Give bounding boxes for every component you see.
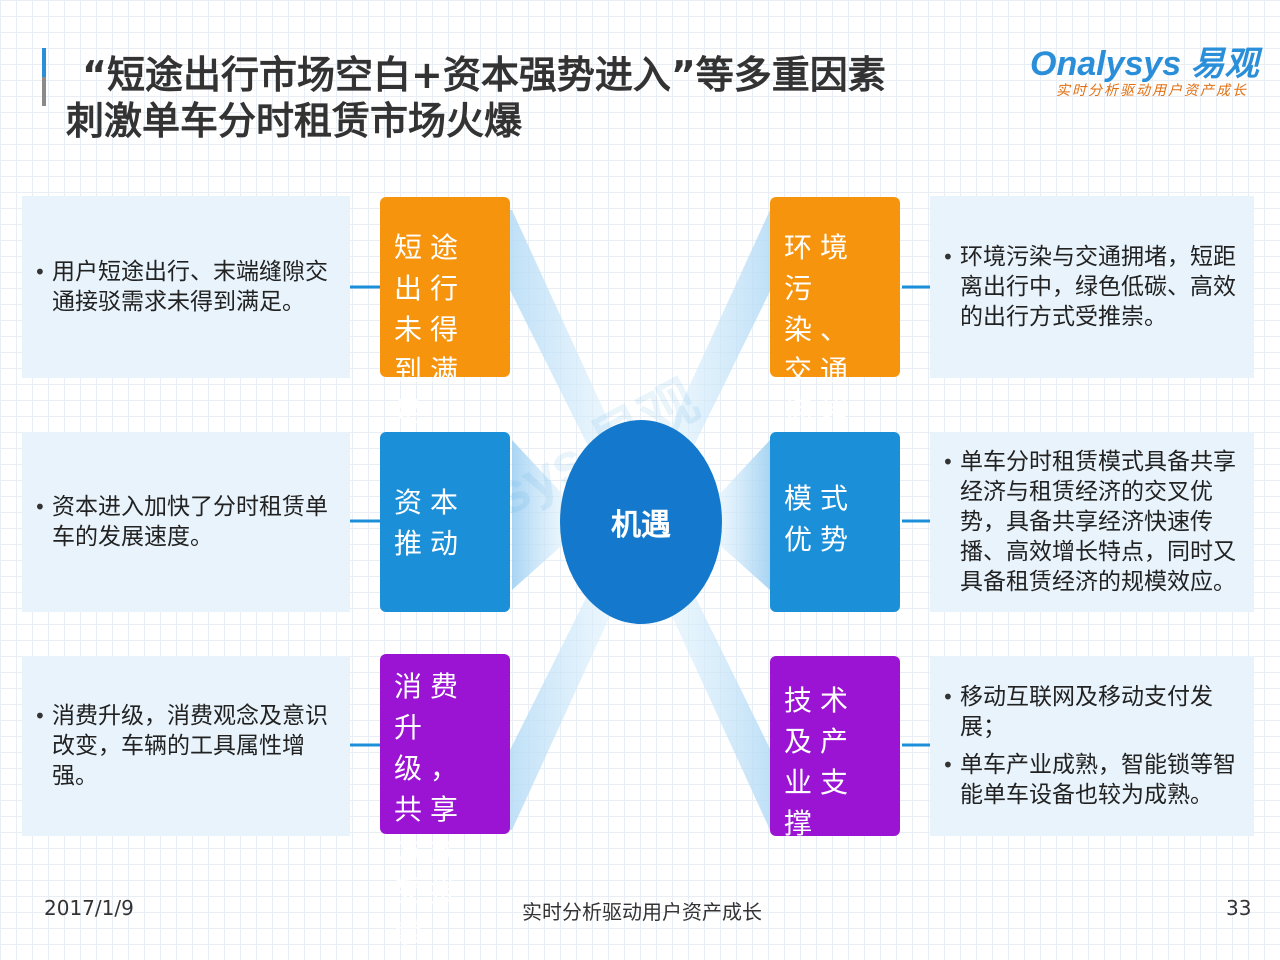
desc-right-1-item: 环境污染与交通拥堵，短距离出行中，绿色低碳、高效的出行方式受推崇。	[942, 242, 1248, 332]
footer-date: 2017/1/9	[44, 896, 134, 920]
desc-left-3: 消费升级，消费观念及意识改变，车辆的工具属性增强。	[22, 656, 350, 836]
desc-right-3: 移动互联网及移动支付发展； 单车产业成熟，智能锁等智能单车设备也较为成熟。	[930, 656, 1254, 836]
logo-brand: Onalysys 易观	[1030, 45, 1259, 83]
logo-slogan: 实时分析驱动用户资产成长	[1056, 83, 1248, 99]
page-title-line1: “短途出行市场空白+资本强势进入”等多重因素	[82, 53, 886, 97]
desc-right-2-item: 单车分时租赁模式具备共享经济与租赁经济的交叉优势，具备共享经济快速传播、高效增长…	[942, 447, 1248, 597]
ray-left-mid	[512, 440, 568, 590]
desc-left-1-item: 用户短途出行、末端缝隙交通接驳需求未得到满足。	[34, 257, 344, 317]
page-title: “短途出行市场空白+资本强势进入”等多重因素 刺激单车分时租赁市场火爆	[66, 52, 1026, 144]
desc-right-2: 单车分时租赁模式具备共享经济与租赁经济的交叉优势，具备共享经济快速传播、高效增长…	[930, 432, 1254, 612]
ray-right-mid	[714, 440, 770, 590]
title-accent-bar	[42, 48, 46, 106]
footer-slogan: 实时分析驱动用户资产成长	[522, 900, 762, 924]
brand-logo: Onalysys 易观 实时分析驱动用户资产成长	[1030, 36, 1259, 106]
footer-page-number: 33	[1226, 896, 1252, 920]
factor-tile-environment: 环境污染、交通拥堵	[770, 197, 900, 428]
desc-right-3-item-1: 移动互联网及移动支付发展；	[942, 682, 1248, 742]
desc-right-3-item-2: 单车产业成熟，智能锁等智能单车设备也较为成熟。	[942, 750, 1248, 810]
center-opportunity: 机遇	[560, 420, 722, 624]
factor-tile-short-trip: 短途出行未得到满足	[380, 197, 510, 428]
desc-left-3-item: 消费升级，消费观念及意识改变，车辆的工具属性增强。	[34, 701, 344, 791]
desc-left-1: 用户短途出行、末端缝隙交通接驳需求未得到满足。	[22, 196, 350, 378]
desc-right-1: 环境污染与交通拥堵，短距离出行中，绿色低碳、高效的出行方式受推崇。	[930, 196, 1254, 378]
desc-left-2: 资本进入加快了分时租赁单车的发展速度。	[22, 432, 350, 612]
factor-tile-capital: 资本推动	[380, 432, 510, 612]
factor-tile-model: 模式优势	[770, 432, 900, 612]
factor-tile-technology: 技术及产业支撑	[770, 656, 900, 840]
factor-tile-consumption: 消费升级，共享方式受推崇	[380, 654, 510, 949]
page-title-line2: 刺激单车分时租赁市场火爆	[66, 99, 523, 143]
desc-left-2-item: 资本进入加快了分时租赁单车的发展速度。	[34, 492, 344, 552]
